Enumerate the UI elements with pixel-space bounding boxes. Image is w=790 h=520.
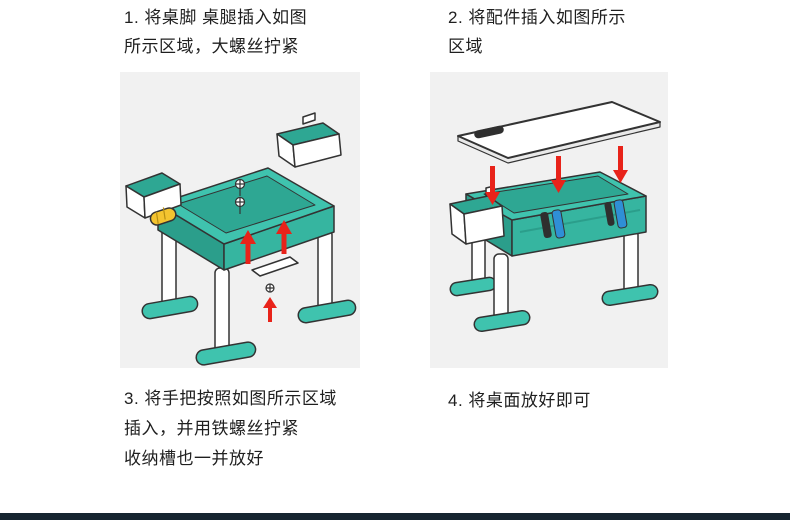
step-2-line-2: 区域: [448, 37, 483, 56]
step-1-caption: 1. 将桌脚 桌腿插入如图 所示区域，大螺丝拧紧: [124, 3, 384, 61]
tabletop-accessories-illustration: [449, 101, 661, 333]
step-3-line-2: 插入，并用铁螺丝拧紧: [124, 419, 299, 438]
illustration-panel-left: [120, 72, 360, 368]
front-legs: [473, 229, 659, 333]
step-1-line-2: 所示区域，大螺丝拧紧: [124, 37, 299, 56]
side-storage-bin: [125, 172, 182, 219]
step-4-line-1: 4. 将桌面放好即可: [448, 391, 591, 410]
step-2-caption: 2. 将配件插入如图所示 区域: [448, 3, 688, 61]
table-basin: [157, 167, 335, 271]
step-3-caption: 3. 将手把按照如图所示区域 插入，并用铁螺丝拧紧 收纳槽也一并放好: [124, 384, 394, 474]
step-4-caption: 4. 将桌面放好即可: [448, 386, 688, 415]
step-2-line-1: 2. 将配件插入如图所示: [448, 8, 626, 27]
screw-icons: [234, 178, 246, 214]
table-legs: [161, 227, 333, 355]
table-legs-assembly-illustration: [125, 112, 357, 366]
illustration-panel-right: [430, 72, 668, 368]
center-bracket: [251, 256, 299, 277]
mount-clips: [540, 199, 628, 239]
bottom-screw-icon: [265, 283, 275, 293]
table-feet: [141, 295, 357, 366]
side-storage-bin: [449, 185, 505, 245]
step-3-line-1: 3. 将手把按照如图所示区域: [124, 389, 337, 408]
footer-strip: [0, 513, 790, 520]
yellow-roller: [149, 207, 177, 226]
step-3-line-3: 收纳槽也一并放好: [124, 449, 264, 468]
tabletop-panel: [457, 101, 661, 164]
red-down-arrows: [485, 146, 628, 205]
red-up-arrows: [240, 220, 292, 322]
hanging-bin: [276, 112, 342, 168]
step-1-line-1: 1. 将桌脚 桌腿插入如图: [124, 8, 308, 27]
